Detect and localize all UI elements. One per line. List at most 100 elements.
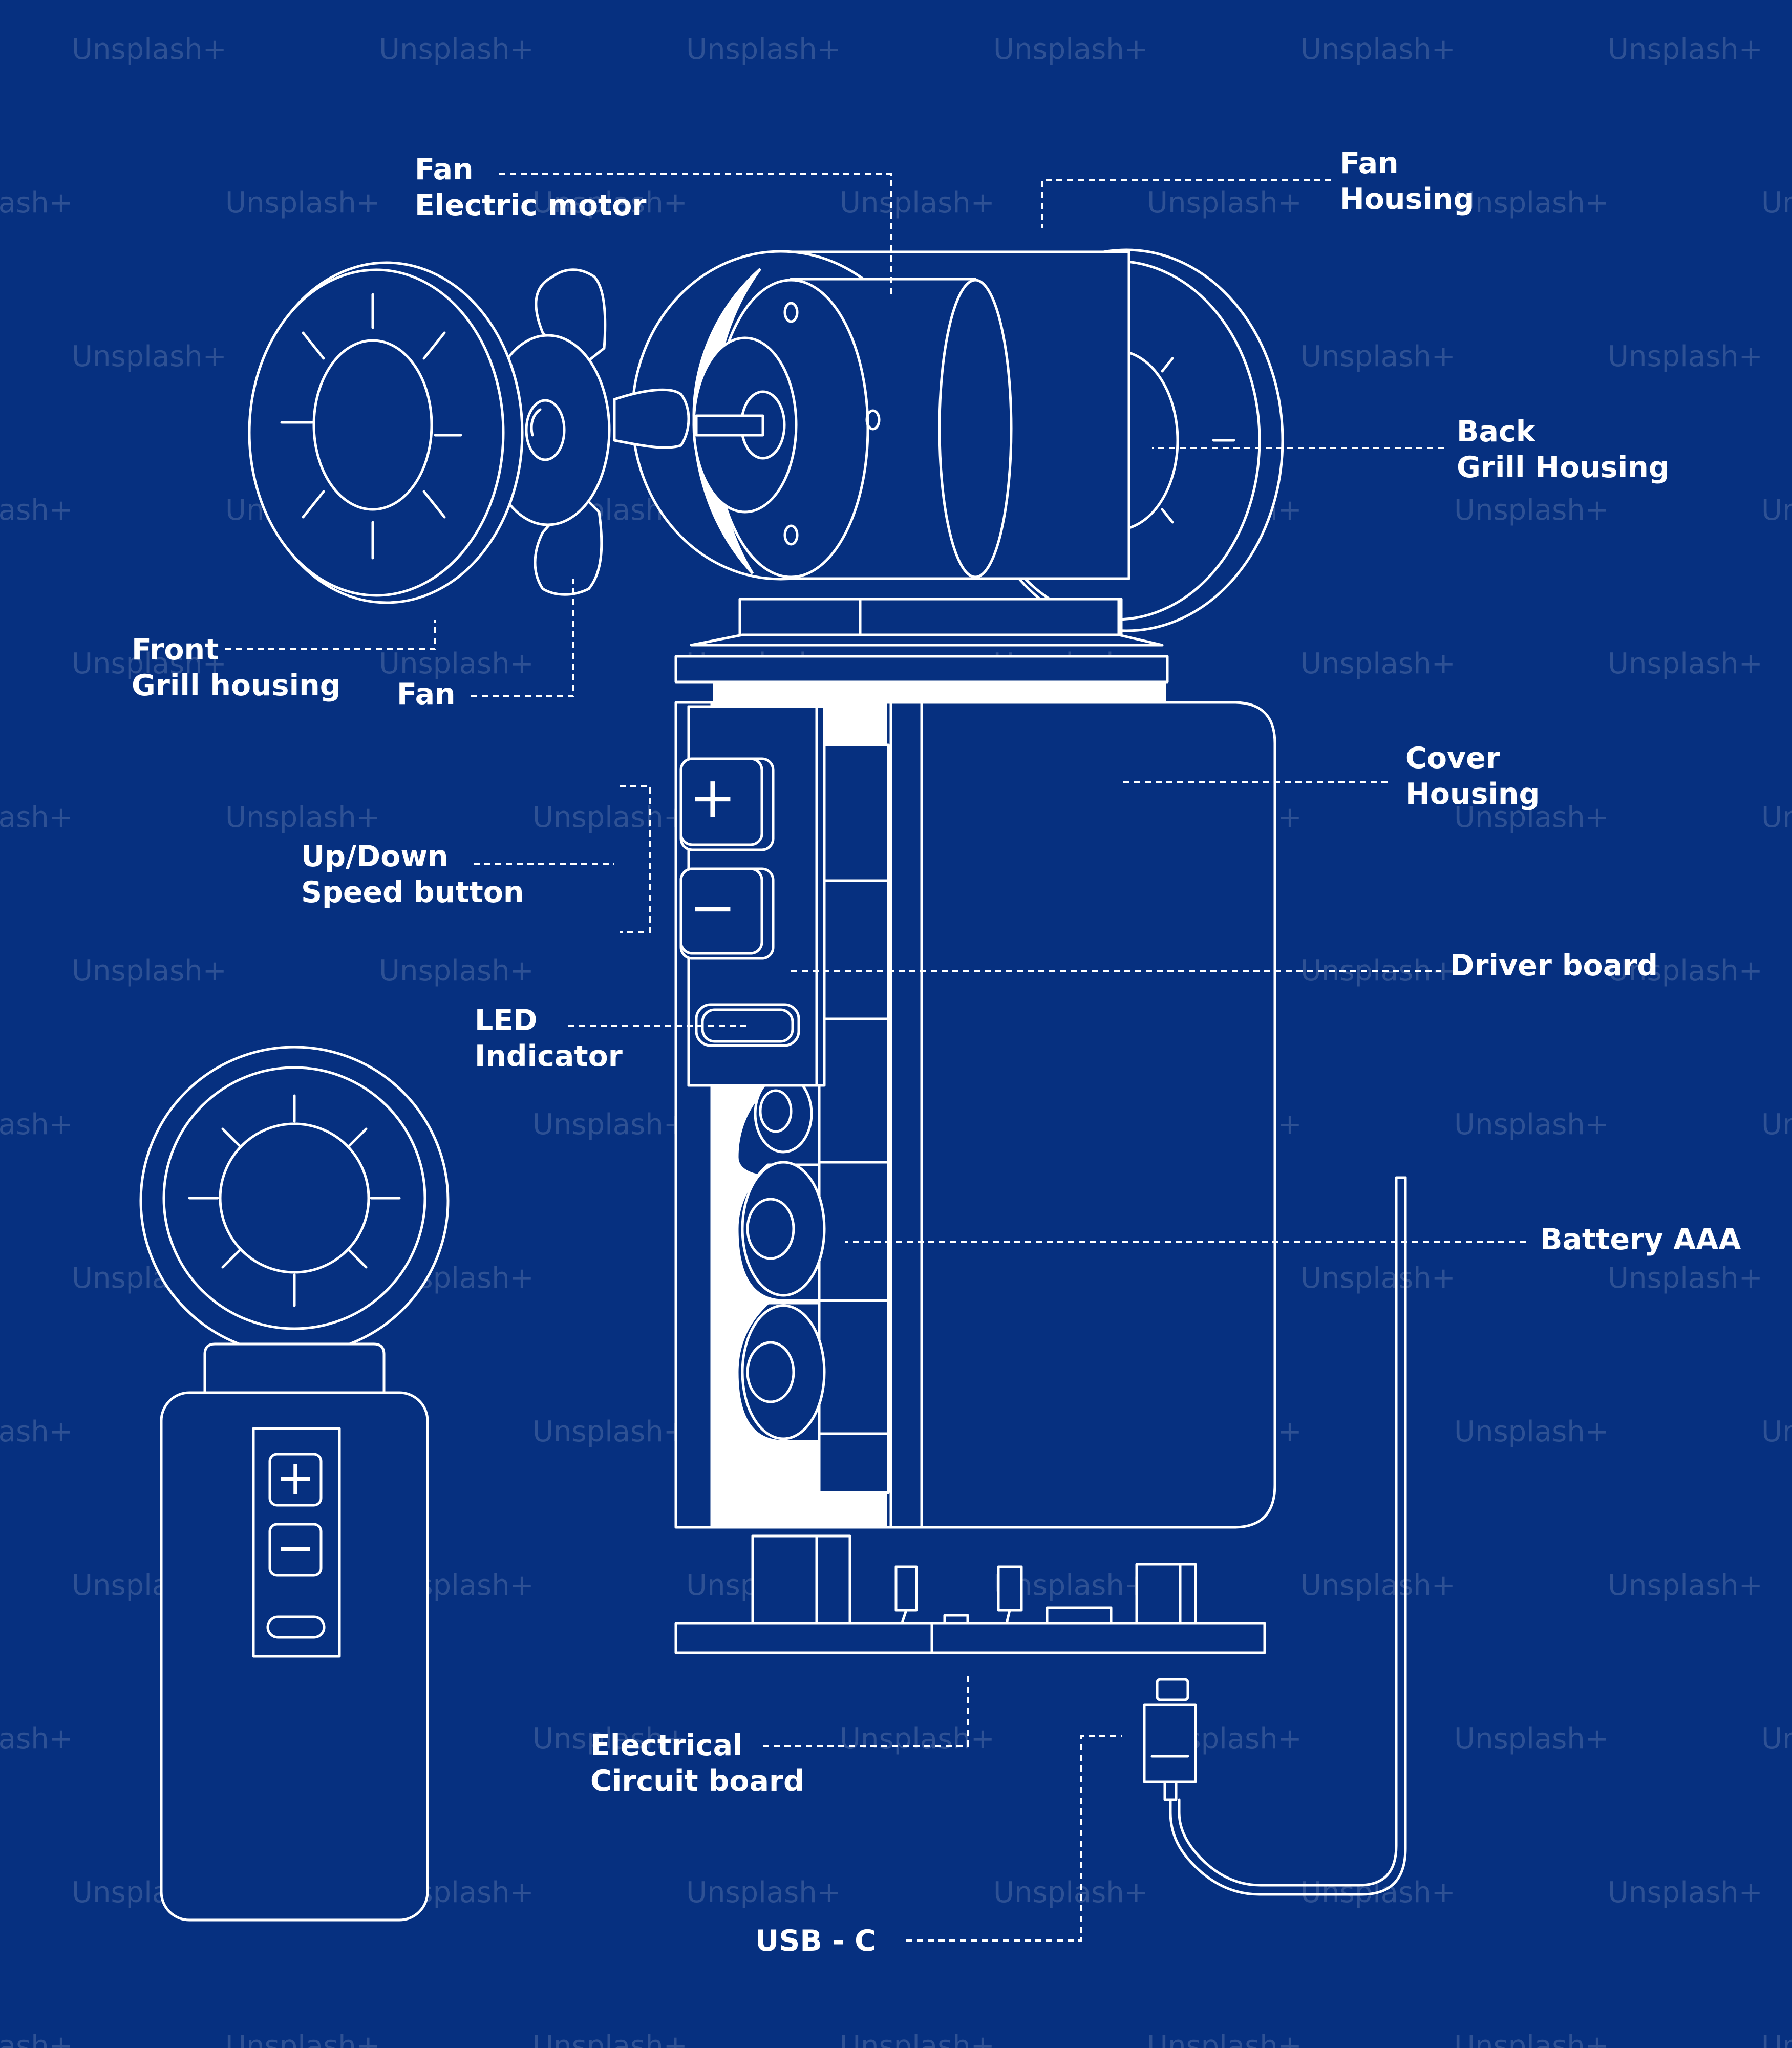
- label-fan-motor-2: Electric motor: [415, 188, 647, 222]
- watermark-text: Unsplash+: [0, 801, 73, 834]
- watermark-text: Unsplash+: [1761, 801, 1792, 834]
- watermark-text: Unsplash+: [225, 186, 380, 220]
- watermark-text: Unsplash+: [379, 647, 534, 680]
- watermark-text: Unsplash+: [1761, 1722, 1792, 1756]
- watermark-text: Unsplash+: [72, 33, 227, 66]
- label-fan-housing-1: Fan: [1340, 146, 1399, 180]
- label-usb-c: USB - C: [755, 1924, 876, 1958]
- watermark-text: Unsplash+: [1454, 186, 1609, 220]
- batteries: [736, 1074, 826, 1443]
- label-front-grill-1: Front: [132, 633, 219, 667]
- watermark-text: Unsplash+: [0, 1722, 73, 1756]
- minus-icon: −: [689, 874, 736, 940]
- watermark-text: Unsplash+: [379, 33, 534, 66]
- fan-housing: [631, 250, 1130, 581]
- watermark-text: Unsplash+: [1454, 2030, 1609, 2048]
- speed-up-button[interactable]: +: [679, 757, 775, 851]
- led-indicator: [695, 1003, 800, 1047]
- label-fan-motor-1: Fan: [415, 153, 474, 186]
- watermark-text: Unsplash+: [1300, 1262, 1456, 1295]
- watermark-text: Unsplash+: [532, 1108, 688, 1141]
- watermark-text: Unsplash+: [0, 494, 73, 527]
- label-circuit-board-2: Circuit board: [590, 1764, 804, 1798]
- assembled-plus-button[interactable]: +: [268, 1450, 323, 1507]
- watermark-text: Unsplash+: [840, 2030, 995, 2048]
- watermark-text: Unsplash+: [1761, 2030, 1792, 2048]
- watermark-text: Unsplash+: [1608, 33, 1763, 66]
- watermark-text: Unsplash+: [1300, 647, 1456, 680]
- watermark-text: Unsplash+: [1454, 494, 1609, 527]
- watermark-text: Unsplash+: [1608, 647, 1763, 680]
- watermark-text: Unsplash+: [532, 186, 688, 220]
- plus-icon: +: [689, 764, 736, 830]
- assembled-minus-button[interactable]: −: [268, 1520, 323, 1577]
- watermark-text: Unsplash+: [0, 1415, 73, 1448]
- watermark-text: Unsplash+: [1147, 2030, 1302, 2048]
- watermark-text: Unsplash+: [72, 647, 227, 680]
- watermark-text: Unsplash+: [1300, 1569, 1456, 1602]
- watermark-text: Unsplash+: [225, 801, 380, 834]
- watermark-text: Unsplash+: [0, 2030, 73, 2048]
- usb-c-cable: [1143, 1176, 1407, 1896]
- watermark-text: Unsplash+: [0, 186, 73, 220]
- watermark-text: Unsplash+: [993, 33, 1148, 66]
- label-circuit-board-1: Electrical: [590, 1729, 743, 1762]
- plus-icon: +: [275, 1450, 315, 1505]
- watermark-text: Unsplash+: [72, 340, 227, 373]
- front-grill-housing: [248, 261, 524, 604]
- assembled-led: [266, 1615, 326, 1639]
- watermark-text: Unsplash+: [1454, 1108, 1609, 1141]
- fan-blades: [485, 268, 690, 596]
- watermark-text: Unsplash+: [1454, 1415, 1609, 1448]
- watermark-text: Unsplash+: [1608, 1262, 1763, 1295]
- label-cover-housing-2: Housing: [1405, 777, 1540, 811]
- label-cover-housing-1: Cover: [1405, 741, 1500, 775]
- label-back-grill-2: Grill Housing: [1457, 451, 1670, 484]
- watermark-text: Unsplash+: [1300, 340, 1456, 373]
- watermark-text: Unsplash+: [840, 186, 995, 220]
- leader-lines: [225, 173, 1526, 1942]
- circuit-board: [674, 1534, 1266, 1654]
- watermark-text: Unsplash+: [1454, 801, 1609, 834]
- watermark-text: Unsplash+: [1608, 954, 1763, 988]
- watermark-text: Unsplash+: [379, 954, 534, 988]
- label-fan: Fan: [397, 677, 456, 711]
- watermark-text: Unsplash+: [840, 1722, 995, 1756]
- speed-down-button[interactable]: −: [679, 867, 775, 960]
- label-led-1: LED: [475, 1004, 538, 1037]
- driver-board: + −: [679, 705, 826, 1087]
- minus-icon: −: [275, 1520, 315, 1575]
- watermark-text: Unsplash+: [72, 954, 227, 988]
- cover-housing: [869, 701, 1276, 1529]
- watermark-text: Unsplash+: [686, 33, 841, 66]
- watermark-text: Unsplash+: [1761, 1415, 1792, 1448]
- label-speed-button-1: Up/Down: [301, 840, 449, 873]
- watermark-text: Unsplash+: [1454, 1722, 1609, 1756]
- label-speed-button-2: Speed button: [301, 876, 524, 909]
- watermark-text: Unsplash+: [1761, 494, 1792, 527]
- assembled-fan: + −: [139, 1046, 450, 1922]
- handle-exploded: + −: [674, 598, 1407, 1896]
- label-driver-board: Driver board: [1450, 949, 1658, 983]
- neck-plate: [674, 655, 1169, 684]
- watermark-text: Unsplash+: [993, 1876, 1148, 1909]
- label-led-2: Indicator: [475, 1039, 623, 1073]
- watermark-text: Unsplash+: [532, 1415, 688, 1448]
- label-back-grill-1: Back: [1457, 415, 1536, 449]
- part-labels: Fan Electric motor Fan Housing Back Gril…: [132, 146, 1741, 1958]
- watermark-text: Unsplash+: [532, 2030, 688, 2048]
- label-front-grill-2: Grill housing: [132, 669, 341, 702]
- watermark-text: Unsplash+: [1608, 1569, 1763, 1602]
- watermark-text: Unsplash+: [225, 2030, 380, 2048]
- label-battery: Battery AAA: [1540, 1223, 1741, 1256]
- watermark-text: Unsplash+: [686, 1876, 841, 1909]
- watermark-text: Unsplash+: [1147, 186, 1302, 220]
- watermark-text: Unsplash+: [1761, 1108, 1792, 1141]
- watermark-text: Unsplash+: [532, 801, 688, 834]
- watermark-text: Unsplash+: [0, 1108, 73, 1141]
- label-fan-housing-2: Housing: [1340, 182, 1474, 216]
- electric-motor: [692, 278, 1013, 580]
- watermark-text: Unsplash+: [1761, 186, 1792, 220]
